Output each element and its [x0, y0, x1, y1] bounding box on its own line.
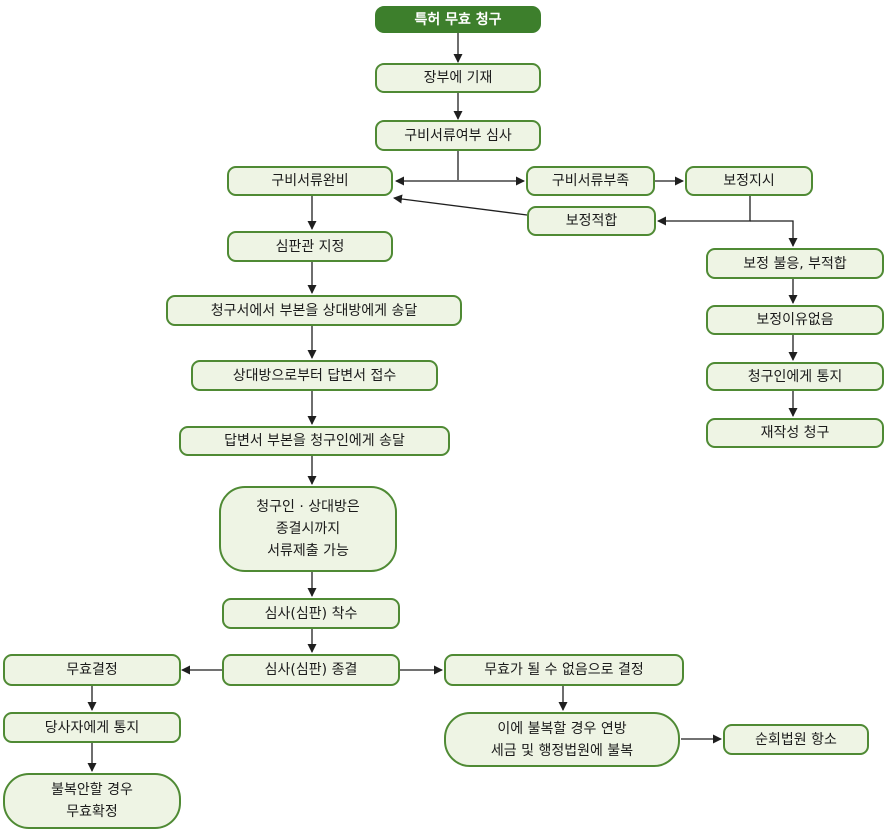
docs-missing-node: 구비서류부족	[526, 166, 655, 196]
not-invalid-node: 무효가 될 수 없음으로 결정	[444, 654, 684, 686]
appeal-court-node: 순회법원 항소	[723, 724, 869, 755]
register-node: 장부에 기재	[375, 63, 541, 93]
trial-start-node: 심사(심판) 착수	[222, 598, 400, 629]
notify-claimant-node: 청구인에게 통지	[706, 362, 884, 391]
judge-assign-node: 심판관 지정	[227, 231, 393, 262]
invalid-decision-node: 무효결정	[3, 654, 181, 686]
correction-order-node: 보정지시	[685, 166, 813, 196]
arrow-correction-ok-to-complete	[393, 194, 528, 216]
correction-ok-node: 보정적합	[527, 206, 656, 236]
notify-parties-node: 당사자에게 통지	[3, 712, 181, 743]
start-node: 특허 무효 청구	[375, 6, 541, 33]
arrow-order-to-ok	[657, 196, 751, 226]
refile-node: 재작성 청구	[706, 418, 884, 448]
arrow-order-to-fail	[750, 220, 798, 247]
final-invalid-node: 불복안할 경우 무효확정	[3, 773, 181, 829]
correction-fail-node: 보정 불응, 부적합	[706, 248, 884, 279]
correction-reason-node: 보정이유없음	[706, 305, 884, 335]
receive-answer-node: 상대방으로부터 답변서 접수	[191, 360, 438, 391]
submit-docs-node: 청구인 · 상대방은 종결시까지 서류제출 가능	[219, 486, 397, 572]
trial-end-node: 심사(심판) 종결	[222, 654, 400, 686]
appeal-node: 이에 불복할 경우 연방 세금 및 행정법원에 불복	[444, 712, 680, 767]
docs-check-node: 구비서류여부 심사	[375, 120, 541, 151]
send-answer-node: 답변서 부본을 청구인에게 송달	[179, 426, 450, 456]
send-copy-node: 청구서에서 부본을 상대방에게 송달	[166, 295, 462, 326]
docs-complete-node: 구비서류완비	[227, 166, 393, 196]
